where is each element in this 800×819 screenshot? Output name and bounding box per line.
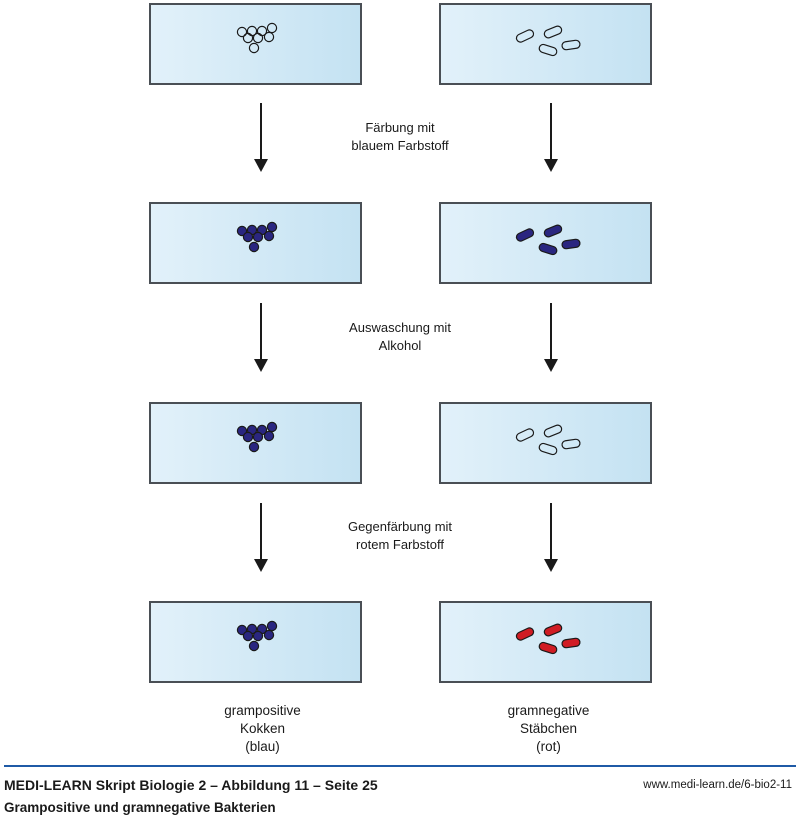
figure-caption: Grampositive und gramnegative Bakterien	[4, 800, 276, 815]
slide-rods-final	[439, 601, 652, 683]
coccus-cell	[236, 624, 248, 636]
step-label-line: Auswaschung mit	[349, 320, 451, 335]
cocci-cluster	[236, 620, 278, 652]
footer-url-link[interactable]: www.medi-learn.de/6-bio2-11	[643, 779, 792, 791]
coccus-cell	[242, 431, 254, 443]
step-label-line: Gegenfärbung mit	[347, 519, 453, 534]
result-line: (rot)	[536, 739, 561, 754]
rod-cell	[543, 623, 563, 637]
step-label-line: rotem Farbstoff	[356, 537, 444, 552]
step-label-washing: Auswaschung mit Alkohol	[300, 319, 500, 355]
coccus-cell	[252, 630, 264, 642]
result-line: (blau)	[245, 739, 280, 754]
cocci-cluster	[236, 221, 278, 253]
slide-cocci-washed	[149, 402, 362, 484]
rod-cell	[538, 43, 558, 57]
coccus-cell	[242, 630, 254, 642]
rod-cell	[538, 242, 558, 256]
rods-cluster	[515, 224, 581, 256]
coccus-cell	[242, 32, 254, 44]
rod-cell	[561, 39, 581, 51]
slide-cocci-blue	[149, 202, 362, 284]
slide-cocci-unstained	[149, 3, 362, 85]
arrow-down-icon	[254, 103, 268, 172]
rod-cell	[561, 438, 581, 450]
coccus-cell	[263, 230, 275, 242]
rod-cell	[538, 442, 558, 456]
footer-title: MEDI-LEARN Skript Biologie 2 – Abbildung…	[4, 777, 378, 793]
step-label-line: Färbung mit	[365, 120, 435, 135]
rod-cell	[543, 25, 563, 39]
coccus-cell	[266, 221, 278, 233]
rod-cell	[515, 29, 535, 43]
coccus-cell	[266, 22, 278, 34]
result-label-gramnegative: gramnegative Stäbchen (rot)	[442, 702, 655, 756]
coccus-cell	[263, 629, 275, 641]
rods-cluster	[515, 623, 581, 655]
step-label-counterstaining: Gegenfärbung mit rotem Farbstoff	[300, 518, 500, 554]
rod-cell	[515, 428, 535, 442]
slide-cocci-final	[149, 601, 362, 683]
coccus-cell	[263, 31, 275, 43]
coccus-cell	[236, 225, 248, 237]
coccus-cell	[263, 430, 275, 442]
rod-cell	[515, 627, 535, 641]
coccus-cell	[248, 42, 260, 54]
arrow-down-icon	[544, 103, 558, 172]
slide-rods-washed	[439, 402, 652, 484]
arrow-down-icon	[254, 503, 268, 572]
result-line: Stäbchen	[519, 721, 578, 736]
rod-cell	[538, 641, 558, 655]
rods-cluster	[515, 25, 581, 57]
result-line: grampositive	[224, 703, 301, 718]
slide-rods-blue	[439, 202, 652, 284]
cocci-cluster	[236, 22, 278, 54]
footer-divider	[4, 765, 796, 767]
coccus-cell	[248, 241, 260, 253]
rod-cell	[515, 228, 535, 242]
step-label-line: blauem Farbstoff	[351, 138, 449, 153]
arrow-down-icon	[254, 303, 268, 372]
arrow-down-icon	[544, 503, 558, 572]
rod-cell	[561, 637, 581, 649]
coccus-cell	[248, 441, 260, 453]
cocci-cluster	[236, 421, 278, 453]
result-label-grampositive: grampositive Kokken (blau)	[156, 702, 369, 756]
rod-cell	[543, 224, 563, 238]
coccus-cell	[242, 231, 254, 243]
step-label-staining: Färbung mit blauem Farbstoff	[300, 119, 500, 155]
arrow-down-icon	[544, 303, 558, 372]
rod-cell	[543, 424, 563, 438]
coccus-cell	[266, 620, 278, 632]
rods-cluster	[515, 424, 581, 456]
coccus-cell	[248, 640, 260, 652]
slide-rods-unstained	[439, 3, 652, 85]
coccus-cell	[236, 425, 248, 437]
result-line: Kokken	[239, 721, 286, 736]
coccus-cell	[266, 421, 278, 433]
coccus-cell	[252, 32, 264, 44]
rod-cell	[561, 238, 581, 250]
step-label-line: Alkohol	[378, 338, 422, 353]
coccus-cell	[252, 431, 264, 443]
coccus-cell	[236, 26, 248, 38]
result-line: gramnegative	[507, 703, 590, 718]
coccus-cell	[252, 231, 264, 243]
